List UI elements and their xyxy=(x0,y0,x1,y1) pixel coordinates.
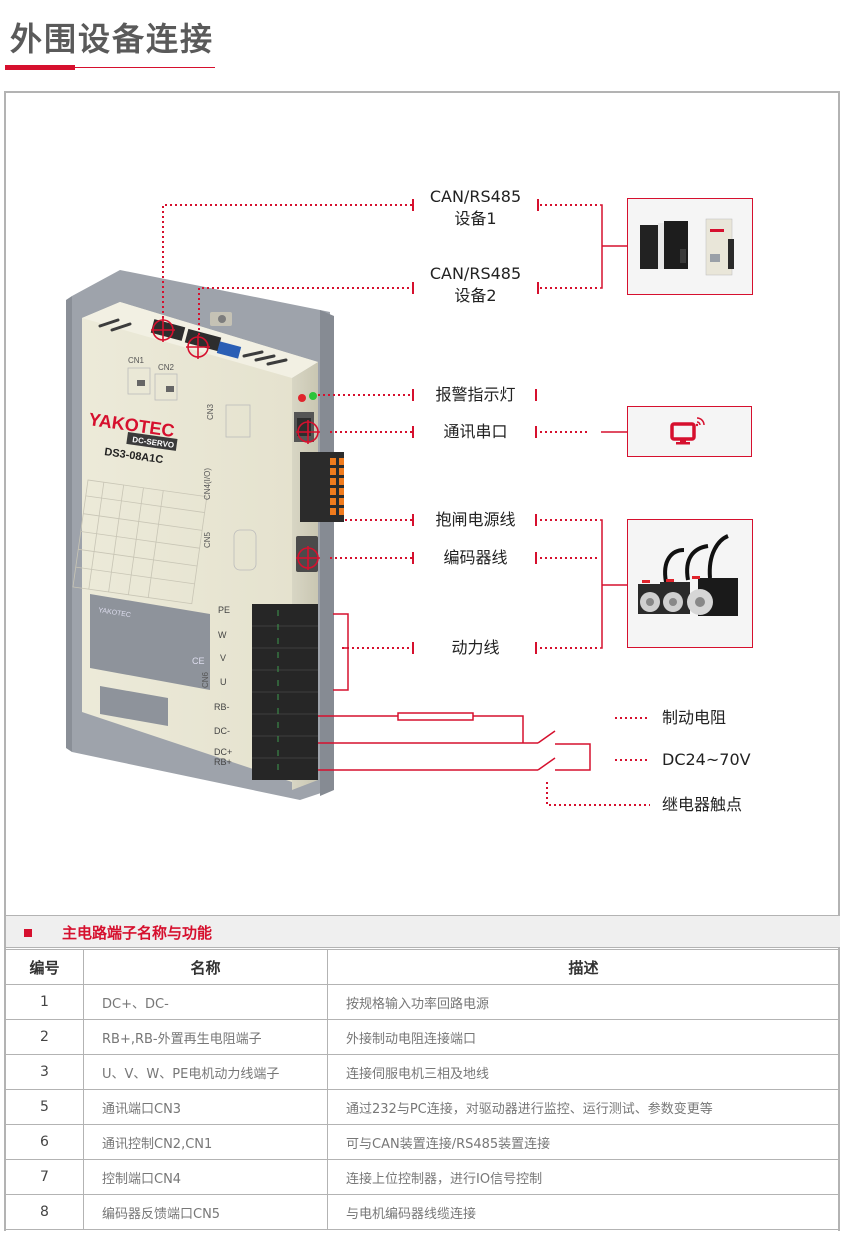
row-number: 2 xyxy=(5,1019,84,1055)
cn1-label: CN1 xyxy=(128,356,145,365)
label-brake-power: 抱闸电源线 xyxy=(435,510,516,529)
terminal-rb-plus: RB+ xyxy=(214,757,232,767)
row-name: RB+,RB-外置再生电阻端子 xyxy=(83,1019,328,1055)
title-underline xyxy=(75,67,215,68)
terminal-rb-minus: RB- xyxy=(214,702,230,712)
table-row: 2 RB+,RB-外置再生电阻端子 外接制动电阻连接端口 xyxy=(5,1019,840,1055)
row-description: 可与CAN装置连接/RS485装置连接 xyxy=(327,1124,840,1160)
terminal-v: V xyxy=(220,653,226,663)
label-power-line: 动力线 xyxy=(451,638,500,657)
table-header-row: 编号 名称 描述 xyxy=(5,949,840,985)
row-description: 连接上位控制器，进行IO信号控制 xyxy=(327,1159,840,1195)
plc-icon xyxy=(640,218,734,276)
port-markers xyxy=(151,318,320,570)
row-number: 5 xyxy=(5,1089,84,1125)
cn5-label: CN5 xyxy=(203,531,212,548)
row-number: 1 xyxy=(5,984,84,1020)
svg-text:CE: CE xyxy=(192,656,205,666)
label-comm-port: 通讯串口 xyxy=(443,422,508,441)
title-underline-accent xyxy=(5,65,75,70)
crosshair-icon xyxy=(296,546,320,570)
connection-diagram: CN1 CN2 YAKOTEC DC-SERVO DS3-08A1C YAKOT… xyxy=(66,199,650,806)
cn6-label: CN6 xyxy=(201,671,210,688)
plc-devices-image xyxy=(627,198,753,295)
row-description: 通过232与PC连接，对驱动器进行监控、运行测试、参数变更等 xyxy=(327,1089,840,1125)
row-name: 控制端口CN4 xyxy=(83,1159,328,1195)
terminal-w: W xyxy=(218,630,227,640)
crosshair-icon xyxy=(186,335,210,359)
leader-lines xyxy=(162,204,650,806)
label-dc-supply: DC24~70V xyxy=(662,750,751,769)
row-name: 通讯端口CN3 xyxy=(83,1089,328,1125)
label-encoder-line: 编码器线 xyxy=(443,548,508,567)
label-can-rs485-device2: CAN/RS485 设备2 xyxy=(418,263,533,307)
terminal-table: 编号 名称 描述 1 DC+、DC- 按规格输入功率回路电源 2 RB+,RB-… xyxy=(5,949,840,1230)
page-title: 外围设备连接 xyxy=(10,20,215,58)
label-line: 设备2 xyxy=(454,286,497,305)
label-relay-contact: 继电器触点 xyxy=(662,795,743,814)
bracket-lines xyxy=(318,204,627,771)
table-row: 1 DC+、DC- 按规格输入功率回路电源 xyxy=(5,984,840,1020)
crosshair-icon xyxy=(296,420,320,444)
label-brake-resistor: 制动电阻 xyxy=(662,708,727,727)
label-can-rs485-device1: CAN/RS485 设备1 xyxy=(418,186,533,230)
servo-motors-image xyxy=(627,519,753,648)
header-description: 描述 xyxy=(327,949,840,985)
servo-motor-icon xyxy=(638,534,738,616)
label-line: CAN/RS485 xyxy=(429,264,522,283)
cn3-label: CN3 xyxy=(206,403,215,420)
row-description: 与电机编码器线缆连接 xyxy=(327,1194,840,1230)
row-name: U、V、W、PE电机动力线端子 xyxy=(83,1054,328,1090)
cn4-label: CN4(I/O) xyxy=(203,468,212,500)
table-row: 7 控制端口CN4 连接上位控制器，进行IO信号控制 xyxy=(5,1159,840,1195)
table-row: 5 通讯端口CN3 通过232与PC连接，对驱动器进行监控、运行测试、参数变更等 xyxy=(5,1089,840,1125)
label-alarm-led: 报警指示灯 xyxy=(435,385,516,404)
terminal-dc-minus: DC- xyxy=(214,726,230,736)
diagram-frame xyxy=(4,91,840,1231)
section-title: 主电路端子名称与功能 xyxy=(62,924,213,942)
computer-wireless-icon xyxy=(670,417,705,445)
row-number: 7 xyxy=(5,1159,84,1195)
row-number: 3 xyxy=(5,1054,84,1090)
pc-image-box xyxy=(627,406,752,457)
row-number: 8 xyxy=(5,1194,84,1230)
row-name: DC+、DC- xyxy=(83,984,328,1020)
servo-drive-body: CN1 CN2 YAKOTEC DC-SERVO DS3-08A1C YAKOT… xyxy=(72,302,344,790)
header-name: 名称 xyxy=(83,949,328,985)
header-number: 编号 xyxy=(5,949,84,985)
row-name: 编码器反馈端口CN5 xyxy=(83,1194,328,1230)
row-description: 按规格输入功率回路电源 xyxy=(327,984,840,1020)
row-description: 连接伺服电机三相及地线 xyxy=(327,1054,840,1090)
terminal-dc-plus: DC+ xyxy=(214,747,232,757)
bullet-square-icon xyxy=(24,929,32,937)
label-line: CAN/RS485 xyxy=(429,187,522,206)
label-line: 设备1 xyxy=(454,209,497,228)
terminal-u: U xyxy=(220,677,227,687)
table-row: 6 通讯控制CN2,CN1 可与CAN装置连接/RS485装置连接 xyxy=(5,1124,840,1160)
row-description: 外接制动电阻连接端口 xyxy=(327,1019,840,1055)
crosshair-icon xyxy=(151,318,175,342)
terminal-pe: PE xyxy=(218,605,230,615)
row-number: 6 xyxy=(5,1124,84,1160)
table-row: 8 编码器反馈端口CN5 与电机编码器线缆连接 xyxy=(5,1194,840,1230)
row-name: 通讯控制CN2,CN1 xyxy=(83,1124,328,1160)
table-row: 3 U、V、W、PE电机动力线端子 连接伺服电机三相及地线 xyxy=(5,1054,840,1090)
section-header: 主电路端子名称与功能 xyxy=(6,915,840,948)
cn2-label: CN2 xyxy=(158,363,175,372)
label-ticks xyxy=(412,199,539,654)
